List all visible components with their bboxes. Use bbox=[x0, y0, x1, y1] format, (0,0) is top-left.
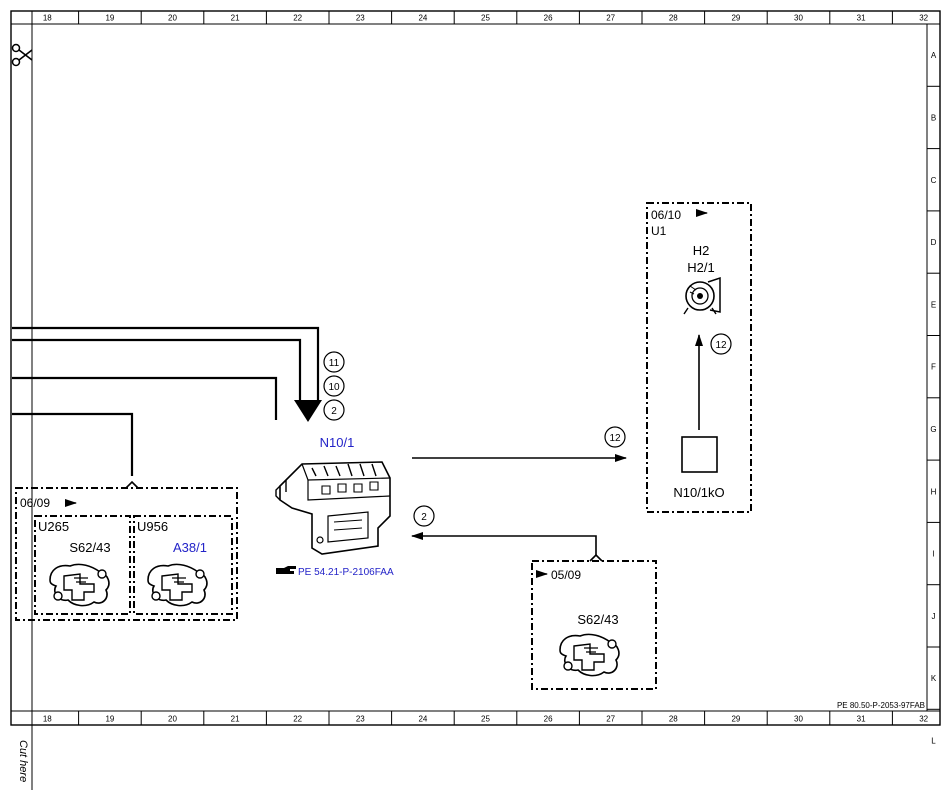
bus-arrow bbox=[294, 400, 322, 422]
grid-col-bottom-28: 28 bbox=[669, 715, 678, 724]
group-06-09: 06/09 U265 S62/43 U956 A38/1 bbox=[15, 480, 238, 621]
svg-text:2: 2 bbox=[421, 512, 427, 523]
grid-col-bottom-25: 25 bbox=[481, 715, 490, 724]
wire-12-num: 12 bbox=[715, 340, 727, 351]
grid-col-top-25: 25 bbox=[481, 14, 490, 23]
grid-col-top-21: 21 bbox=[231, 14, 240, 23]
wire-from-switch: 2 bbox=[411, 505, 597, 555]
grid-col-top-19: 19 bbox=[105, 14, 114, 23]
scissors-icon bbox=[11, 43, 33, 67]
grid-col-bottom-21: 21 bbox=[231, 715, 240, 724]
grid-col-bottom-30: 30 bbox=[794, 715, 803, 724]
u265-part: S62/43 bbox=[69, 540, 110, 555]
group-05-09-title: 05/09 bbox=[551, 568, 581, 582]
connector-10: 10 bbox=[323, 375, 345, 397]
u956-switch-icon bbox=[147, 563, 208, 607]
connector-2: 2 bbox=[323, 399, 345, 421]
grid-col-bottom-31: 31 bbox=[857, 715, 866, 724]
grid-col-top-32: 32 bbox=[919, 14, 928, 23]
grid-row-J: J bbox=[932, 612, 936, 621]
grid-col-top-29: 29 bbox=[731, 14, 740, 23]
group-06-10-code: U1 bbox=[651, 224, 667, 238]
grid-col-top-27: 27 bbox=[606, 14, 615, 23]
svg-text:10: 10 bbox=[328, 382, 340, 393]
svg-text:2: 2 bbox=[331, 406, 337, 417]
grid-col-bottom-20: 20 bbox=[168, 715, 177, 724]
grid-col-bottom-23: 23 bbox=[356, 715, 365, 724]
group-06-10-title: 06/10 bbox=[651, 208, 681, 222]
grid-row-C: C bbox=[931, 176, 937, 185]
grid-row-K: K bbox=[931, 674, 937, 683]
horn-icon bbox=[683, 276, 721, 315]
u956-code: U956 bbox=[137, 519, 168, 534]
grid-col-bottom-18: 18 bbox=[43, 715, 52, 724]
grid-col-bottom-24: 24 bbox=[418, 715, 427, 724]
grid-col-top-18: 18 bbox=[43, 14, 52, 23]
s62-43-switch-icon bbox=[559, 633, 620, 677]
grid-col-top-26: 26 bbox=[544, 14, 553, 23]
grid-col-top-23: 23 bbox=[356, 14, 365, 23]
group-05-09-part: S62/43 bbox=[577, 612, 618, 627]
grid-row-B: B bbox=[931, 113, 936, 122]
grid-col-bottom-27: 27 bbox=[606, 715, 615, 724]
u265-switch-icon bbox=[49, 563, 110, 607]
grid-col-top-22: 22 bbox=[293, 14, 302, 23]
svg-text:12: 12 bbox=[609, 433, 621, 444]
grid-col-top-24: 24 bbox=[418, 14, 427, 23]
incoming-wires bbox=[12, 326, 320, 476]
group-05-09: 05/09 S62/43 bbox=[531, 553, 657, 690]
grid-col-top-20: 20 bbox=[168, 14, 177, 23]
grid-row-H: H bbox=[931, 487, 937, 496]
n10-1-reference[interactable]: PE 54.21-P-2106FAA bbox=[276, 566, 394, 578]
grid-col-top-31: 31 bbox=[857, 14, 866, 23]
grid-row-L: L bbox=[931, 736, 936, 745]
n10-1-label: N10/1 bbox=[320, 435, 355, 450]
grid-row-E: E bbox=[931, 300, 936, 309]
grid-col-top-28: 28 bbox=[669, 14, 678, 23]
pointing-hand-icon bbox=[276, 566, 296, 574]
relay-box bbox=[681, 436, 718, 473]
grid-col-bottom-19: 19 bbox=[105, 715, 114, 724]
grid-row-I: I bbox=[932, 550, 934, 559]
document-reference: PE 80.50-P-2053-97FAB bbox=[837, 701, 925, 710]
grid-col-top-30: 30 bbox=[794, 14, 803, 23]
u956-part: A38/1 bbox=[173, 540, 207, 555]
group-06-09-title: 06/09 bbox=[20, 496, 50, 510]
grid-col-bottom-29: 29 bbox=[731, 715, 740, 724]
grid-row-D: D bbox=[931, 238, 937, 247]
group-06-10: 06/10 U1 H2 H2/1 12 N10/1kO bbox=[646, 202, 752, 513]
grid-row-G: G bbox=[930, 425, 936, 434]
grid-row-A: A bbox=[931, 51, 937, 60]
h2-label: H2 bbox=[693, 243, 710, 258]
grid-col-bottom-22: 22 bbox=[293, 715, 302, 724]
n10-1-module-icon bbox=[275, 461, 391, 555]
drawing-frame: 1818191920202121222223232424252526262727… bbox=[10, 10, 941, 790]
cut-here-label: Cut here bbox=[17, 740, 29, 782]
n10-1-ref-text: PE 54.21-P-2106FAA bbox=[298, 567, 394, 578]
grid-row-F: F bbox=[931, 363, 936, 372]
h2-1-label: H2/1 bbox=[687, 260, 714, 275]
grid-col-bottom-26: 26 bbox=[544, 715, 553, 724]
u265-code: U265 bbox=[38, 519, 69, 534]
wire-to-relay: 12 bbox=[412, 426, 627, 462]
svg-text:11: 11 bbox=[329, 358, 340, 369]
relay-label: N10/1kO bbox=[673, 485, 724, 500]
grid-col-bottom-32: 32 bbox=[919, 715, 928, 724]
connector-11: 11 bbox=[323, 351, 345, 373]
